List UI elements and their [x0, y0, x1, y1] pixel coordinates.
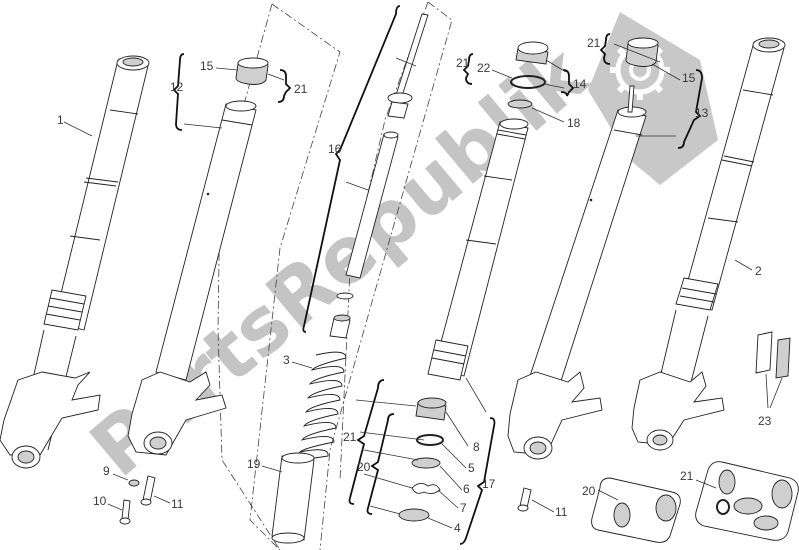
callout-13: 13: [695, 106, 709, 120]
callout-5: 5: [468, 461, 475, 475]
spacer: [271, 452, 315, 544]
o-ring-22: [510, 75, 546, 89]
callout-14: 14: [573, 77, 587, 91]
outer-tube-middle: [427, 118, 529, 381]
callout-20-kit: 20: [582, 484, 596, 498]
top-cap-parts: [507, 41, 549, 109]
callout-21-d: 21: [343, 430, 357, 444]
callout-6: 6: [463, 482, 470, 496]
callout-21-c: 21: [587, 36, 601, 50]
seal-kit-20: [591, 477, 681, 543]
inner-tube-left: [127, 57, 269, 456]
callout-labels: 1 2 3 4 5 6 7 8 9 10 11 11 12 13 14 15 1…: [57, 36, 772, 535]
callout-15-left: 15: [200, 59, 214, 73]
callout-12: 12: [170, 80, 184, 94]
callout-20-stack: 20: [357, 460, 371, 474]
callout-7: 7: [460, 501, 467, 515]
callout-16: 16: [328, 142, 342, 156]
braces: [172, 5, 703, 545]
callout-8: 8: [473, 440, 480, 454]
seal-6: [411, 457, 441, 469]
spring: [295, 351, 347, 463]
cap-4: [398, 508, 430, 522]
circlip-7: [411, 483, 441, 495]
callout-2: 2: [755, 264, 762, 278]
callout-21-a: 21: [294, 82, 308, 96]
stickers: [755, 331, 791, 409]
fork-leg-left: [0, 55, 150, 469]
callout-11-left: 11: [171, 497, 184, 511]
callout-3: 3: [283, 353, 290, 367]
callout-19: 19: [247, 457, 261, 471]
service-kit-21: [695, 461, 799, 541]
screw-10: [121, 499, 131, 521]
callout-10: 10: [93, 494, 107, 508]
washer-9: [128, 479, 140, 487]
callout-18: 18: [567, 116, 581, 130]
fasteners-left: [119, 475, 156, 525]
pumping-element: [329, 13, 429, 339]
callout-21-b: 21: [456, 56, 470, 70]
callout-9: 9: [103, 464, 110, 478]
callout-21-e: 21: [680, 469, 694, 483]
callout-22: 22: [477, 61, 491, 75]
callout-23: 23: [758, 414, 772, 428]
callout-17: 17: [482, 477, 496, 491]
inner-tube-right: [507, 37, 659, 512]
callout-4: 4: [454, 521, 461, 535]
callout-11-right: 11: [555, 505, 568, 519]
leader-lines: [63, 43, 753, 529]
callout-1: 1: [57, 113, 64, 127]
callout-15-right: 15: [682, 71, 696, 85]
fork-leg-right: [631, 37, 786, 451]
ring-18: [507, 99, 533, 109]
washer-5: [416, 434, 444, 446]
seal-stack: [398, 397, 447, 522]
